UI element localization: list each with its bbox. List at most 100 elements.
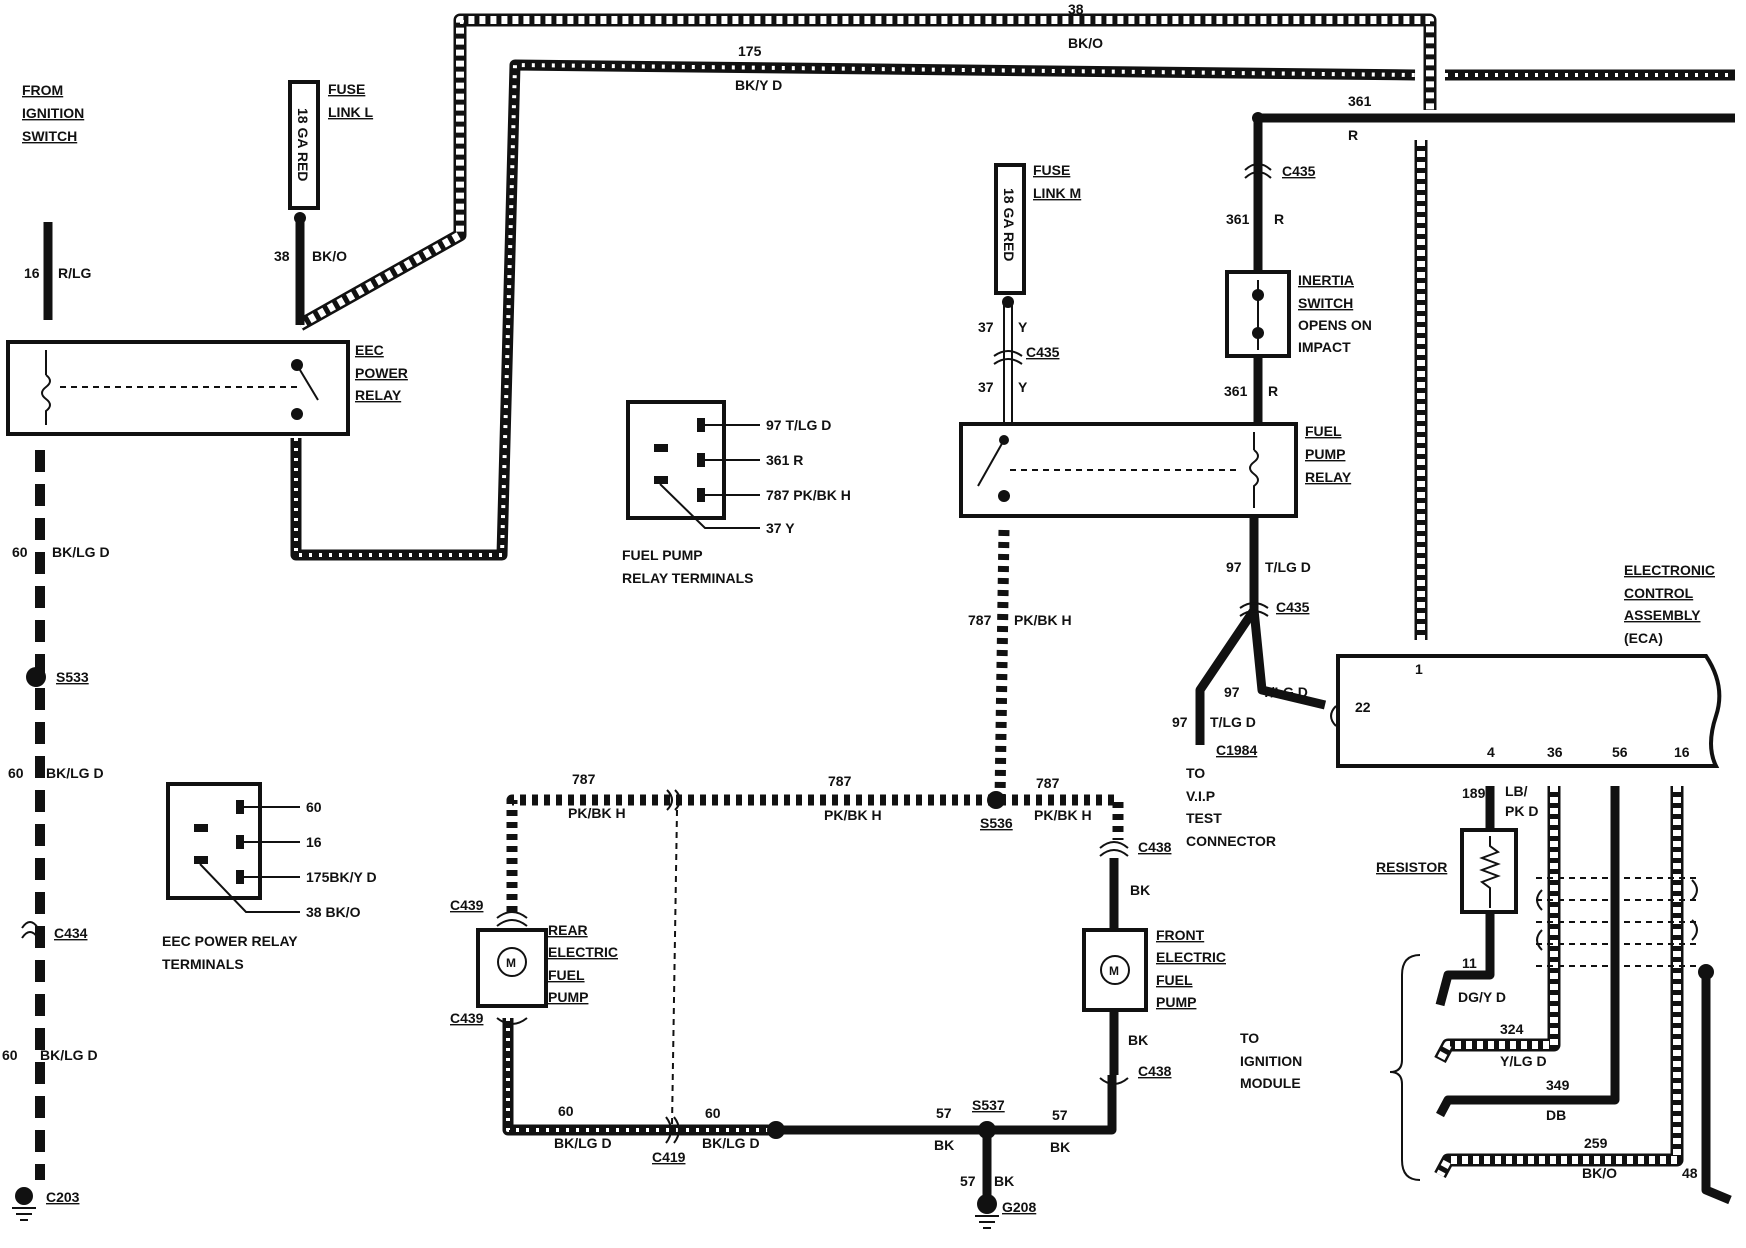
wire-361a-color: R (1274, 211, 1284, 227)
wire-60c-num: 60 (2, 1047, 18, 1063)
wire-787-r-color: PK/BK H (1034, 807, 1092, 823)
wire-37a-color: Y (1018, 319, 1028, 335)
wire-38-color: BK/O (312, 248, 347, 264)
wire-97a-color: T/LG D (1265, 559, 1311, 575)
wire-361b-num: 361 (1224, 383, 1248, 399)
wire-16-color: R/LG (58, 265, 92, 281)
eca-pin-16: 16 (1674, 744, 1690, 760)
fpr-label-1: FUEL (1305, 423, 1342, 439)
fuse-link-m (994, 163, 1026, 295)
rear-motor-m: M (506, 956, 516, 970)
wire-57-r-color: BK (1050, 1139, 1070, 1155)
eca-pin-56: 56 (1612, 744, 1628, 760)
wire-60-bm-num: 60 (705, 1105, 721, 1121)
front-motor-m: M (1109, 964, 1119, 978)
wire-60b-num: 60 (8, 765, 24, 781)
c435-top-label: C435 (1282, 163, 1316, 179)
wire-57 (776, 1075, 1117, 1135)
wire-361a-num: 361 (1226, 211, 1250, 227)
wire-361-top-num: 361 (1348, 93, 1372, 109)
fpr-term-3: 787 PK/BK H (766, 487, 851, 503)
from-ignition-label-2: IGNITION (22, 105, 84, 121)
wire-97-vip (1195, 516, 1259, 745)
wire-38-top (296, 13, 1437, 331)
fpr-label-2: PUMP (1305, 446, 1345, 462)
s536-label: S536 (980, 815, 1013, 831)
splice-s533 (26, 667, 46, 687)
wire-787-l-color: PK/BK H (568, 805, 626, 821)
eca-pin-36: 36 (1547, 744, 1563, 760)
resistor-label: RESISTOR (1376, 859, 1447, 875)
wire-60a-color: BK/LG D (52, 544, 110, 560)
fuse-m-label-2: LINK M (1033, 185, 1081, 201)
fuse-m-ga: 18 GA RED (1001, 188, 1017, 261)
wire-38-top-num: 38 (1068, 1, 1084, 17)
eca-label-3: ASSEMBLY (1624, 607, 1701, 623)
wire-11-num: 11 (1462, 955, 1477, 971)
wire-324-num: 324 (1500, 1021, 1524, 1037)
from-ignition-label-1: FROM (22, 82, 63, 98)
eca-label-4: (ECA) (1624, 630, 1663, 646)
wire-259-num: 259 (1584, 1135, 1608, 1151)
wire-787-m-color: PK/BK H (824, 807, 882, 823)
wire-97b-num: 97 (1224, 684, 1240, 700)
eec-term-4: 38 BK/O (306, 904, 361, 920)
c438-bot-label: C438 (1138, 1063, 1172, 1079)
fpr-label-3: RELAY (1305, 469, 1352, 485)
eec-relay-label-1: EEC (355, 342, 384, 358)
wire-787-vert-color: PK/BK H (1014, 612, 1072, 628)
wire-97-eca (1249, 609, 1327, 710)
wire-37b-num: 37 (978, 379, 994, 395)
wire-787 (506, 529, 1124, 912)
wire-189-color2: PK D (1505, 803, 1538, 819)
bk-top-label: BK (1130, 882, 1150, 898)
g208-label: G208 (1002, 1199, 1036, 1215)
front-label-4: PUMP (1156, 994, 1196, 1010)
wire-324-color: Y/LG D (1500, 1053, 1547, 1069)
front-label-3: FUEL (1156, 972, 1193, 988)
inertia-label-1: INERTIA (1298, 272, 1354, 288)
wire-349-num: 349 (1546, 1077, 1570, 1093)
wire-37b-color: Y (1018, 379, 1028, 395)
wire-97c-num: 97 (1172, 714, 1188, 730)
c439-bot-label: C439 (450, 1010, 484, 1026)
wire-787-m-num: 787 (828, 773, 852, 789)
eec-terms-label-1: EEC POWER RELAY (162, 933, 298, 949)
vip-label-3: TEST (1186, 810, 1222, 826)
s537-label: S537 (972, 1097, 1005, 1113)
fuse-l-label-2: LINK L (328, 104, 374, 120)
wire-97a-num: 97 (1226, 559, 1242, 575)
rear-fuel-pump (476, 928, 548, 1008)
vip-label-2: V.I.P (1186, 788, 1215, 804)
wire-175-num: 175 (738, 43, 762, 59)
eec-terms-label-2: TERMINALS (162, 956, 244, 972)
fuse-m-label-1: FUSE (1033, 162, 1070, 178)
ignition-module-bracket (1389, 954, 1421, 1181)
rear-label-3: FUEL (548, 967, 585, 983)
fuse-l-ga: 18 GA RED (295, 108, 311, 181)
fuel-pump-relay (959, 422, 1298, 518)
rear-label-2: ELECTRIC (548, 944, 618, 960)
wire-60-bottom (502, 1018, 775, 1136)
wire-787-l-num: 787 (572, 771, 596, 787)
eca-label-2: CONTROL (1624, 585, 1694, 601)
fpr-terms-label-1: FUEL PUMP (622, 547, 703, 563)
wire-189-num: 189 (1462, 785, 1486, 801)
wire-11-color: DG/Y D (1458, 989, 1506, 1005)
s533-label: S533 (56, 669, 89, 685)
from-ignition-label-3: SWITCH (22, 128, 77, 144)
fpr-term-4: 37 Y (766, 520, 795, 536)
front-label-2: ELECTRIC (1156, 949, 1226, 965)
wire-60-bl-num: 60 (558, 1103, 574, 1119)
wire-60-bm-color: BK/LG D (702, 1135, 760, 1151)
fuse-link-l (288, 80, 320, 210)
bk-bot-label: BK (1128, 1032, 1148, 1048)
eec-term-2: 16 (306, 834, 322, 850)
wire-324 (1434, 786, 1561, 1064)
c1984-label: C1984 (1216, 742, 1257, 758)
c439-top-label: C439 (450, 897, 484, 913)
wire-57-g-color: BK (994, 1173, 1014, 1189)
wire-60a-num: 60 (12, 544, 28, 560)
front-fuel-pump (1082, 928, 1148, 1012)
